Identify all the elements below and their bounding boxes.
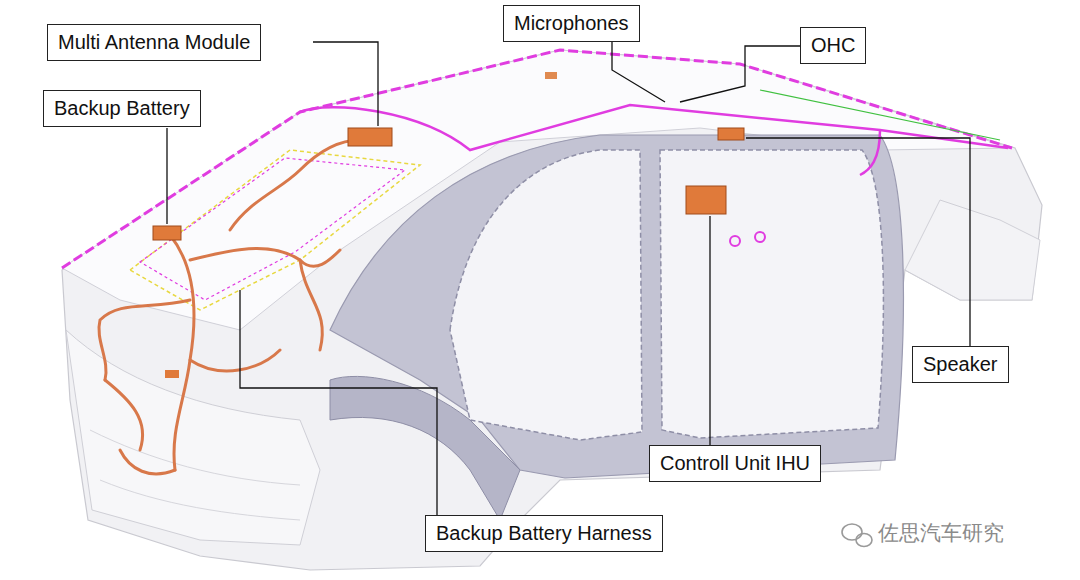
speaker: [718, 128, 744, 140]
front-fender: [905, 200, 1040, 300]
callout-label: Backup Battery: [54, 96, 190, 121]
green-line: [760, 90, 1000, 140]
roof-edge: [62, 50, 1012, 268]
roof-edge: [300, 105, 1008, 175]
microphone: [545, 72, 557, 79]
front-door-opening: [660, 150, 883, 438]
antenna-module: [348, 128, 392, 146]
sunroof-outline: [140, 158, 405, 300]
callout-box: OHC: [800, 27, 866, 64]
callout-label: OHC: [811, 33, 855, 58]
backup-battery: [153, 226, 181, 240]
watermark: 佐思汽车研究: [878, 519, 1004, 547]
car-body: [62, 50, 1042, 570]
wechat-icon: [842, 524, 872, 547]
callout-box: Multi Antenna Module: [47, 24, 261, 61]
callout-label: Speaker: [923, 352, 998, 377]
callout-box: Microphones: [503, 5, 640, 42]
harness-connector: [165, 370, 179, 378]
callout-label: Controll Unit IHU: [660, 451, 810, 476]
sunroof-outline: [130, 150, 420, 310]
callout-box: Backup Battery: [43, 90, 201, 127]
callout-label: Multi Antenna Module: [58, 30, 250, 55]
magenta-ring: [730, 236, 740, 246]
rear-door-opening: [450, 150, 642, 440]
callout-label: Backup Battery Harness: [436, 521, 652, 546]
callout-box: Backup Battery Harness: [425, 515, 663, 552]
bumper-lines: [90, 430, 300, 520]
callout-box: Speaker: [912, 346, 1009, 383]
callout-box: Controll Unit IHU: [649, 445, 821, 482]
wheel-arch: [330, 376, 520, 520]
ihu-unit: [686, 186, 726, 214]
magenta-ring: [755, 232, 765, 242]
callout-label: Microphones: [514, 11, 629, 36]
battery-harness: [99, 140, 360, 474]
leader-lines: [167, 42, 970, 515]
